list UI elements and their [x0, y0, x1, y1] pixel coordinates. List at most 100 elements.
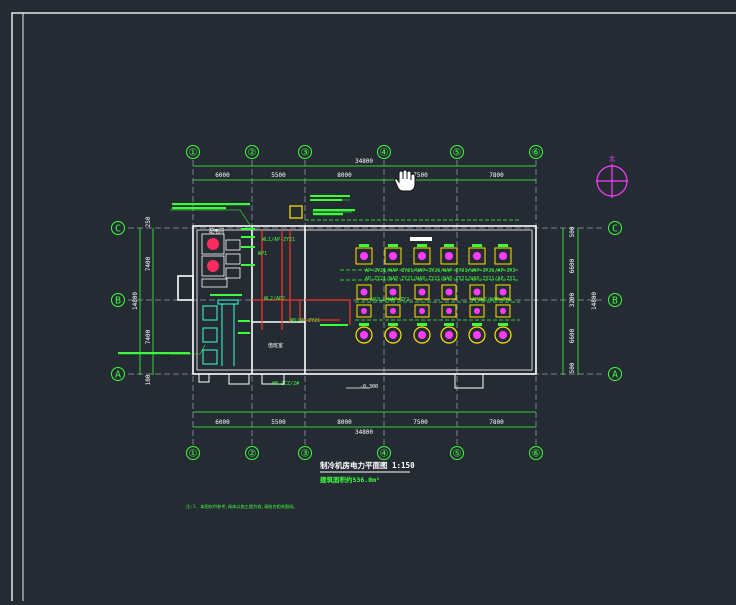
dim-top-span-2: 8000 — [337, 172, 352, 179]
pump-box-2 — [414, 284, 430, 300]
pump-ring-4 — [468, 326, 486, 344]
pump-tag-5 — [498, 323, 508, 326]
chiller-tag-1 — [388, 244, 398, 247]
axis-right-0-circle — [608, 221, 622, 235]
pump-box-4 — [469, 284, 485, 300]
pan-hand-cursor-icon — [394, 169, 416, 192]
pump-box-3 — [441, 284, 457, 300]
axis-bottom-0-label: ① — [189, 449, 198, 460]
valve-motor-1 — [390, 308, 396, 314]
axis-left-2-label: A — [115, 370, 121, 381]
pump-ring-1 — [384, 326, 402, 344]
chiller-motor-3 — [445, 252, 453, 260]
chiller-motor-2 — [418, 252, 426, 260]
feeder-cables — [252, 230, 351, 330]
axis-top-0-circle — [186, 145, 200, 159]
axis-bottom-4-circle — [450, 446, 464, 460]
pump-tag-0 — [359, 323, 369, 326]
pump-box-5 — [495, 284, 511, 300]
circuit-label-row1: AP-ZY21/WAP-ZY21/WAP-ZY21/WAP-ZY21/WAP-Z… — [365, 268, 516, 274]
junction-box — [289, 205, 303, 219]
dim-right-span-1: 6600 — [569, 258, 576, 273]
level-mark-text: -0.300 — [360, 384, 378, 390]
axis-right-1-circle — [608, 293, 622, 307]
chiller-unit-0 — [355, 247, 373, 265]
room-label-left: 配电间 — [209, 228, 224, 235]
dim-bottom-span-0: 6000 — [215, 419, 230, 426]
chiller-motor-0 — [360, 252, 368, 260]
axis-bottom-5-label: ⑥ — [532, 449, 541, 460]
dim-top-total: 34800 — [355, 158, 373, 165]
pump-core-5 — [499, 331, 507, 339]
dimension-lines-top — [139, 165, 579, 428]
axis-top-4-circle — [450, 145, 464, 159]
chiller-motor-5 — [499, 252, 507, 260]
dim-left-span-2: 7400 — [145, 329, 152, 344]
axis-left-0-label: C — [115, 224, 121, 235]
dim-top-span-0: 6000 — [215, 172, 230, 179]
axis-right-1-label: B — [612, 296, 618, 307]
axis-bottom-4-label: ⑤ — [453, 449, 462, 460]
dim-right-total: 14800 — [591, 292, 598, 310]
room-label-mid: 值班室 — [268, 342, 283, 349]
chiller-tag-4 — [472, 244, 482, 247]
chiller-tag-5 — [498, 244, 508, 247]
valve-box-0 — [356, 304, 372, 318]
chiller-unit-2 — [413, 247, 431, 265]
valve-box-3 — [441, 304, 457, 318]
pump-motor-5 — [499, 288, 507, 296]
axis-top-1-label: ② — [248, 148, 257, 159]
equipment-row-1 — [355, 244, 512, 265]
chiller-tag-2 — [417, 244, 427, 247]
north-arrow: 北 — [596, 155, 628, 198]
room-labels: 配电间 值班室 — [209, 228, 283, 349]
pump-ring-5 — [494, 326, 512, 344]
wire-label-3: WD/AP-ZY21 — [290, 318, 320, 324]
axis-bottom-1-label: ② — [248, 449, 257, 460]
pump-ring-3 — [440, 326, 458, 344]
dim-bottom-span-2: 8000 — [337, 419, 352, 426]
dim-right-span-3: 6600 — [569, 328, 576, 343]
axis-left-1-label: B — [115, 296, 121, 307]
dim-bottom-total: 34800 — [355, 429, 373, 436]
axis-grid-lines — [128, 160, 605, 445]
dim-left-span-0: 250 — [145, 216, 152, 227]
sheet-frame — [11, 12, 736, 605]
valve-motor-3 — [446, 308, 452, 314]
valve-motor-2 — [419, 308, 425, 314]
axis-top-0-label: ① — [189, 148, 198, 159]
pump-motor-0 — [360, 288, 368, 296]
dim-bottom-span-1: 5500 — [271, 419, 286, 426]
chiller-tag-3 — [444, 244, 454, 247]
axis-bottom-3-label: ④ — [380, 449, 389, 460]
axis-bottom-2-label: ③ — [301, 449, 310, 460]
axis-left-1-circle — [111, 293, 125, 307]
pump-tag-1 — [388, 323, 398, 326]
dim-top-span-3: 7500 — [413, 172, 428, 179]
equipment-row-2 — [356, 284, 511, 300]
dim-top-span-1: 5500 — [271, 172, 286, 179]
chiller-unit-5 — [494, 247, 512, 265]
dim-left-span-1: 7400 — [145, 256, 152, 271]
cable-label: WF-ZCZ/2# — [272, 381, 299, 387]
wire-label-4: WP1 — [258, 251, 267, 257]
valve-box-1 — [385, 304, 401, 318]
pump-box-1 — [385, 284, 401, 300]
drawing-note: 注:1. 本图仅供参考,具体以施工图为准,请结合相关图纸。 — [186, 503, 297, 510]
valve-box-5 — [495, 304, 511, 318]
pump-core-2 — [418, 331, 426, 339]
axis-top-3-label: ④ — [380, 148, 389, 159]
drawing-subtitle: 建筑面积约536.0m² — [319, 475, 380, 484]
axis-right-2-label: A — [612, 370, 618, 381]
pump-core-4 — [473, 331, 481, 339]
doors — [198, 373, 484, 389]
pump-core-3 — [445, 331, 453, 339]
chiller-motor-1 — [389, 252, 397, 260]
chiller-unit-1 — [384, 247, 402, 265]
circuit-label-row2: AP-ZY21/WAP-ZY21/WAP-ZY21/WAP-ZY21/WAP-Z… — [365, 276, 516, 282]
axis-left-2-circle — [111, 367, 125, 381]
